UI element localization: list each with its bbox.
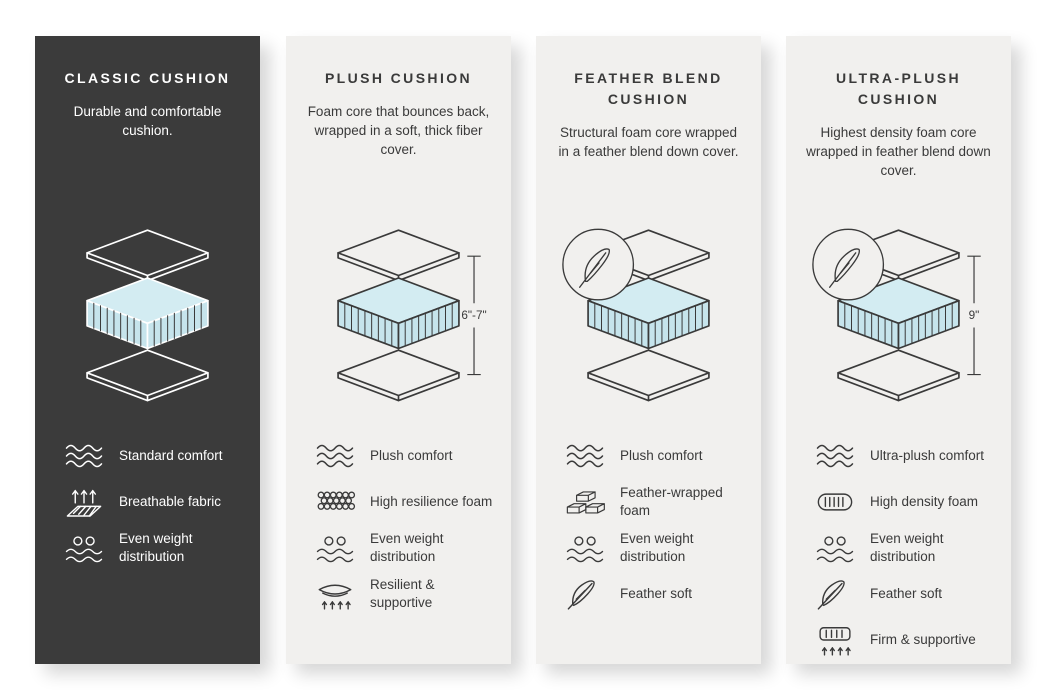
feature-label: Feather soft: [870, 586, 943, 602]
feature-item: Feather soft: [814, 576, 995, 612]
feature-item: High density foam: [814, 484, 995, 520]
wave-icon: [314, 438, 356, 474]
card-header: FEATHER BLEND CUSHION Structural foam co…: [552, 68, 745, 196]
card-description: Structural foam core wrapped in a feathe…: [558, 125, 739, 160]
feature-item: Plush comfort: [564, 438, 745, 474]
feature-item: Breathable fabric: [63, 484, 244, 520]
firm-icon: [814, 622, 856, 658]
feather-icon: [814, 576, 856, 612]
cushion-illustration: 9": [802, 196, 995, 434]
wave-icon: [814, 438, 856, 474]
feather-icon: [564, 576, 606, 612]
card-description: Highest density foam core wrapped in fea…: [806, 125, 991, 179]
feature-label: Plush comfort: [370, 448, 453, 464]
weight-distribution-icon: [564, 530, 606, 566]
feature-item: Firm & supportive: [814, 622, 995, 658]
feather-badge-icon: [562, 228, 635, 301]
feature-label: Breathable fabric: [119, 494, 222, 510]
feature-item: Ultra-plush comfort: [814, 438, 995, 474]
resilient-icon: [314, 576, 356, 612]
card-plush-cushion: PLUSH CUSHION Foam core that bounces bac…: [286, 36, 511, 664]
feature-label: Firm & supportive: [870, 632, 976, 648]
card-title: FEATHER BLEND CUSHION: [574, 70, 723, 107]
feature-item: Plush comfort: [314, 438, 495, 474]
feature-label: Standard comfort: [119, 448, 223, 464]
density-icon: [814, 484, 856, 520]
feature-list: Ultra-plush comfort High density foam Ev…: [802, 438, 995, 658]
wave-icon: [63, 438, 105, 474]
card-title: CLASSIC CUSHION: [64, 70, 231, 86]
feature-list: Plush comfort High resilience foam Even …: [302, 438, 495, 612]
height-measurement: 9": [967, 255, 981, 375]
feature-item: Even weight distribution: [314, 530, 495, 566]
foam-cells-icon: [314, 484, 356, 520]
feature-list: Plush comfort Feather-wrapped foam Even …: [552, 438, 745, 612]
cushion-illustration: [552, 196, 745, 434]
measurement-label: 6"-7": [461, 309, 486, 322]
card-classic-cushion: CLASSIC CUSHION Durable and comfortable …: [35, 36, 260, 664]
card-header: ULTRA-PLUSH CUSHION Highest density foam…: [802, 68, 995, 196]
feature-item: Resilient & supportive: [314, 576, 495, 612]
feature-label: Even weight distribution: [870, 531, 944, 564]
wave-icon: [564, 438, 606, 474]
card-ultra-plush-cushion: ULTRA-PLUSH CUSHION Highest density foam…: [786, 36, 1011, 664]
height-measurement: 6"-7": [461, 255, 487, 375]
feature-item: Standard comfort: [63, 438, 244, 474]
feature-list: Standard comfort Breathable fabric Even …: [51, 438, 244, 566]
feature-item: Even weight distribution: [564, 530, 745, 566]
feature-label: Ultra-plush comfort: [870, 448, 985, 464]
card-description: Durable and comfortable cushion.: [73, 104, 222, 139]
feather-badge-icon: [812, 228, 885, 301]
weight-distribution-icon: [314, 530, 356, 566]
cushion-illustration: [51, 196, 244, 434]
cushion-illustration: 6"-7": [302, 196, 495, 434]
feature-label: High density foam: [870, 494, 979, 510]
feature-item: Feather soft: [564, 576, 745, 612]
breathable-icon: [63, 484, 105, 520]
feature-item: Even weight distribution: [814, 530, 995, 566]
feature-item: Even weight distribution: [63, 530, 244, 566]
feature-label: Feather-wrapped foam: [620, 485, 723, 518]
feature-label: High resilience foam: [370, 494, 493, 510]
weight-distribution-icon: [63, 530, 105, 566]
feature-label: Resilient & supportive: [370, 577, 435, 610]
card-header: CLASSIC CUSHION Durable and comfortable …: [51, 68, 244, 196]
card-description: Foam core that bounces back, wrapped in …: [307, 104, 490, 158]
weight-distribution-icon: [814, 530, 856, 566]
card-title: PLUSH CUSHION: [324, 70, 473, 86]
feature-label: Even weight distribution: [370, 531, 444, 564]
feature-item: High resilience foam: [314, 484, 495, 520]
feature-item: Feather-wrapped foam: [564, 484, 745, 520]
card-feather-blend-cushion: FEATHER BLEND CUSHION Structural foam co…: [536, 36, 761, 664]
card-header: PLUSH CUSHION Foam core that bounces bac…: [302, 68, 495, 196]
feature-label: Plush comfort: [620, 448, 703, 464]
feature-label: Even weight distribution: [620, 531, 694, 564]
feather-wrapped-foam-icon: [564, 484, 606, 520]
card-title: ULTRA-PLUSH CUSHION: [836, 70, 961, 107]
measurement-label: 9": [969, 309, 980, 322]
feature-label: Feather soft: [620, 586, 693, 602]
feature-label: Even weight distribution: [119, 531, 193, 564]
